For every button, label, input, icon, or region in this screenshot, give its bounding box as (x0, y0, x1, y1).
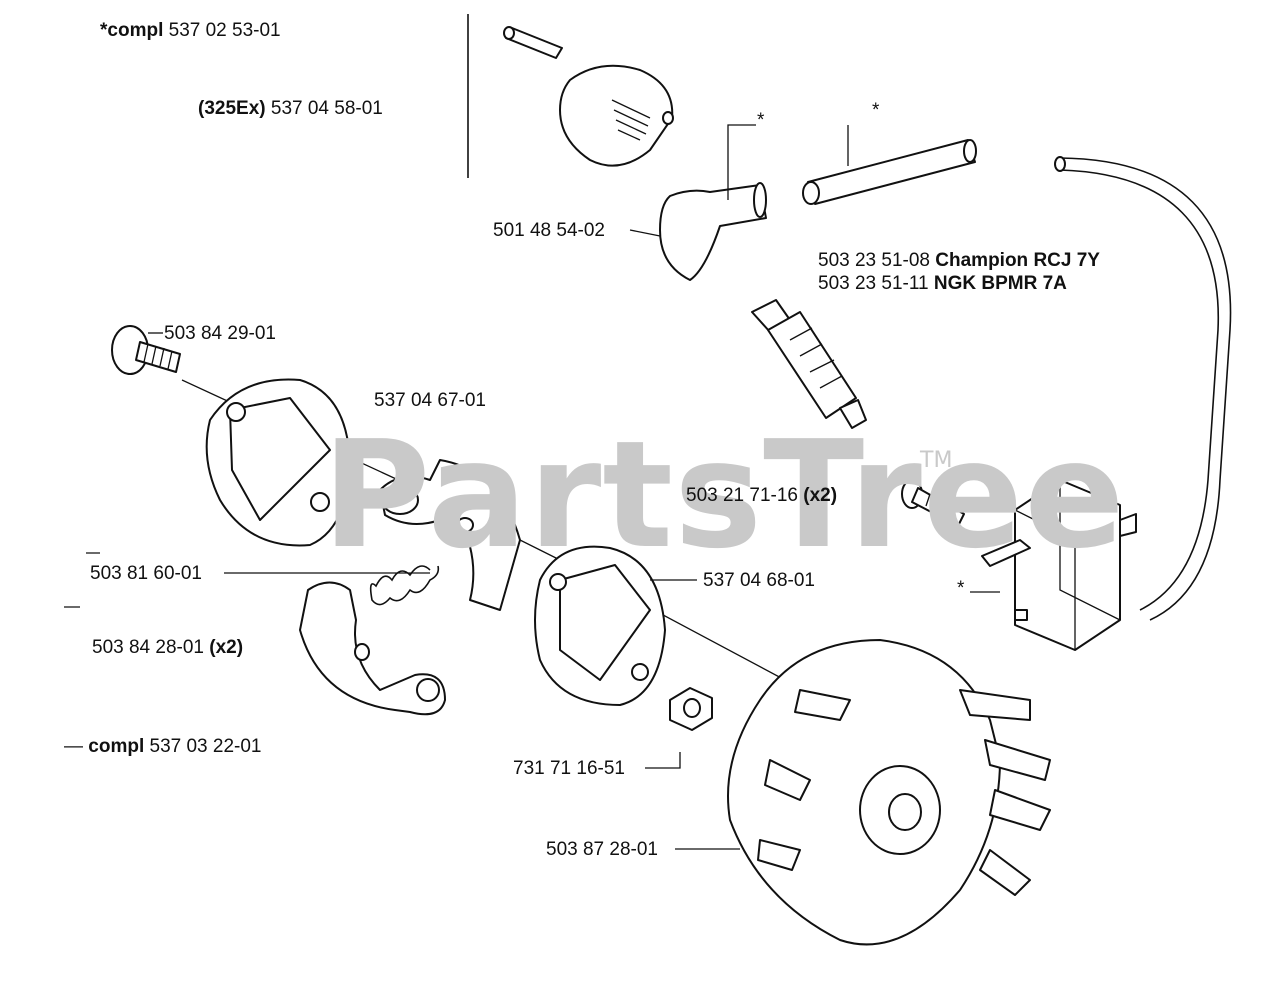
label-clutch-shoe: 537 04 67-01 (374, 390, 486, 411)
label-compl-top: *compl 537 02 53-01 (100, 20, 281, 41)
ht-lead-icon (1059, 157, 1232, 621)
label-nut: 731 71 16-51 (513, 758, 625, 779)
nut-icon (669, 687, 713, 731)
label-cap: 501 48 54-02 (493, 220, 605, 241)
spark-plug-cap-icon (659, 182, 767, 281)
label-variant: (325Ex) 537 04 58-01 (198, 98, 383, 119)
clutch-plate-right-icon (534, 545, 666, 706)
flywheel-icon (727, 639, 1051, 946)
label-spring: 503 81 60-01 (90, 563, 202, 584)
coil-screw-icon (901, 479, 965, 527)
clutch-shoe-upper-icon (379, 459, 521, 611)
label-asterisk-1: * (757, 110, 765, 131)
label-plug-champion: 503 23 51-08 Champion RCJ 7Y (818, 250, 1100, 271)
label-screw: 503 84 29-01 (164, 323, 276, 344)
ignition-tube-icon (802, 139, 977, 205)
label-compl-clutch: — compl 537 03 22-01 (64, 736, 262, 757)
screw-icon (111, 325, 181, 375)
boot-pin-icon (503, 26, 563, 59)
clutch-plate-left-icon (205, 378, 351, 547)
clutch-spring-icon (369, 565, 440, 606)
label-flywheel: 503 87 28-01 (546, 839, 658, 860)
label-asterisk-2: * (872, 100, 880, 121)
plug-cover-icon (559, 64, 674, 167)
label-washer: 503 84 28-01 (x2) (92, 637, 244, 658)
clutch-shoe-lower-icon (299, 581, 446, 716)
watermark: PartsTree (322, 409, 1126, 581)
label-coil-screw: 503 21 71-16 (x2) (686, 485, 838, 506)
label-asterisk-3: * (957, 578, 965, 599)
ignition-module-icon (981, 479, 1137, 651)
spark-plug-icon (751, 299, 867, 429)
label-plug-ngk: 503 23 51-11 NGK BPMR 7A (818, 273, 1067, 294)
label-plate: 537 04 68-01 (703, 570, 815, 591)
watermark-trademark: TM (920, 448, 953, 473)
